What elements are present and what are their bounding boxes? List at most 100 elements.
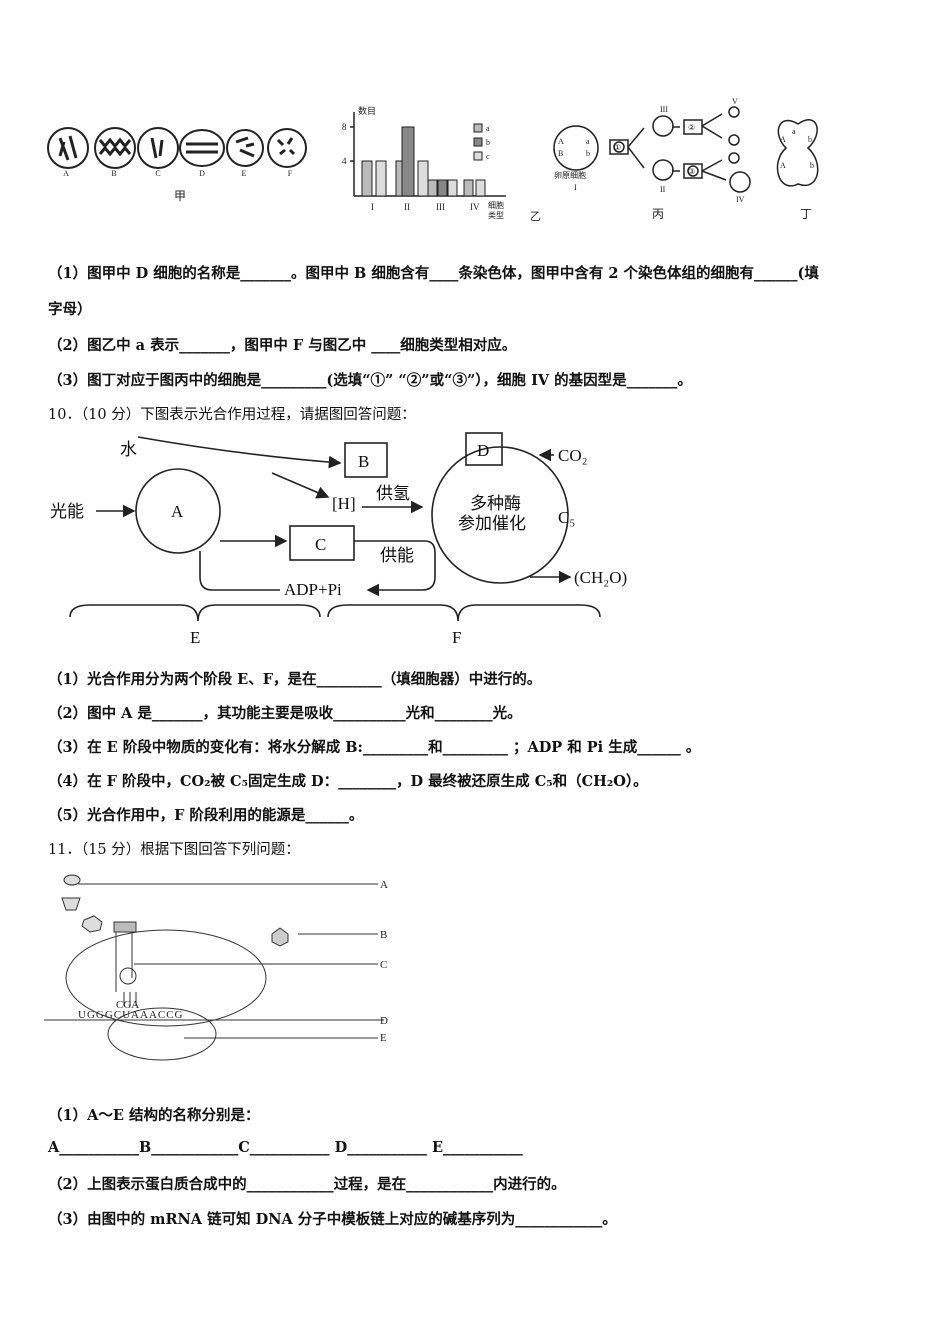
cell-letter: F — [288, 169, 293, 178]
cell-d — [179, 129, 225, 167]
q10-part5: （5）光合作用中，F 阶段利用的能源是______。 — [48, 807, 364, 824]
figure-label-ding: 丁 — [800, 207, 812, 221]
cell-a — [47, 127, 89, 169]
gene: b — [586, 149, 590, 158]
label-d: D — [477, 441, 489, 460]
label-supply-h: 供氢 — [376, 484, 410, 503]
figure-label-yi: 乙 — [530, 210, 541, 223]
y-tick: 4 — [342, 156, 347, 166]
q10-part3: （3）在 E 阶段中物质的变化有：将水分解成 B:_________和_____… — [48, 739, 701, 756]
x-tick: II — [404, 202, 410, 212]
label-b: B — [380, 929, 387, 941]
roman-label: V — [732, 98, 738, 106]
q10-heading: 10．（10 分）下图表示光合作用过程，请据图回答问题： — [48, 407, 416, 423]
mrna-sequence: UGGGCUAAACCG — [78, 1009, 184, 1021]
svg-text:A: A — [780, 135, 786, 144]
label-supply-energy: 供能 — [380, 546, 414, 565]
cycle-circle — [431, 446, 569, 584]
circle-a — [135, 468, 221, 554]
label-a: A — [380, 879, 388, 891]
legend-swatch — [473, 123, 483, 133]
label-ch2o: (CH₂O) — [574, 568, 627, 587]
label-h: [H] — [332, 494, 356, 513]
svg-text:a: a — [792, 127, 796, 136]
legend-label: c — [486, 152, 490, 161]
x-tick: III — [436, 202, 445, 212]
x-axis-label: 细胞 — [488, 200, 504, 210]
legend-swatch — [473, 137, 483, 147]
q9-part2: （2）图乙中 a 表示_______，图甲中 F 与图乙中 ____细胞类型相对… — [48, 337, 517, 354]
q10-part2: （2）图中 A 是_______，其功能主要是吸收__________光和___… — [48, 705, 522, 722]
q11-heading: 11．（15 分）根据下图回答下列问题： — [48, 842, 300, 858]
label-e: E — [190, 628, 200, 647]
label-a: A — [171, 502, 184, 521]
bar — [437, 179, 448, 197]
bar — [375, 160, 387, 197]
cell-c — [137, 127, 179, 169]
box-c — [289, 525, 355, 561]
legend-swatch — [473, 151, 483, 161]
cell-letter: D — [199, 169, 205, 178]
figure-label-jia: 甲 — [174, 189, 186, 203]
bar — [401, 126, 415, 197]
ribosome-small — [107, 1007, 217, 1061]
q9-part1-line2: 字母） — [48, 301, 92, 318]
q9-part1-line1: （1）图甲中 D 细胞的名称是_______。图甲中 B 细胞含有____条染色… — [48, 265, 819, 282]
label-f: F — [452, 628, 461, 647]
label-water: 水 — [120, 440, 137, 459]
figure-jia: A B C D E F 甲 — [47, 127, 307, 203]
q10-part1: （1）光合作用分为两个阶段 E、F，是在_________（填细胞器）中进行的。 — [48, 671, 542, 688]
figure-ding: A a b A b 丁 — [776, 119, 819, 221]
label-c: C — [315, 535, 326, 554]
cell-f — [267, 128, 307, 168]
legend-label: a — [486, 124, 490, 133]
bar — [427, 179, 438, 197]
roman-label: II — [660, 185, 666, 194]
y-axis-label: 数目 — [358, 105, 376, 116]
label-co2: CO₂ — [558, 446, 588, 465]
x-axis-label: 类型 — [488, 210, 504, 220]
bar — [361, 160, 373, 197]
cell-b — [94, 127, 136, 169]
box-b — [344, 442, 388, 478]
label-enzyme-1: 多种酶 — [470, 494, 521, 513]
anticodon: CGA — [116, 999, 139, 1011]
svg-text:b: b — [810, 161, 814, 170]
bar — [475, 179, 486, 197]
q11-part1-blanks: A___________B____________C___________ D_… — [48, 1139, 523, 1156]
translation-diagram: CGA UGGGCUAAACCG A B C D E — [44, 874, 388, 1061]
figure-yi-chart: 数目 8 4 a b c I II III IV 细胞 类型 乙 — [342, 105, 541, 223]
box-d — [465, 432, 503, 466]
label-d: D — [380, 1015, 388, 1027]
q11-part1: （1）A～E 结构的名称分别是： — [48, 1107, 260, 1124]
figure-bing: A B a b 卵原细胞 I II III IV V ① ② ③ 丙 — [553, 98, 751, 221]
svg-text:A: A — [780, 161, 786, 170]
circled-label: ③ — [688, 167, 695, 176]
label-light: 光能 — [50, 502, 84, 521]
label-adp: ADP+Pi — [284, 580, 342, 599]
x-tick: IV — [470, 202, 480, 212]
photosynthesis-diagram: 水 光能 A B [H] 供氢 C 供能 ADP+Pi D CO₂ 多种酶 参加… — [50, 432, 627, 647]
roman-label: IV — [736, 195, 745, 204]
cell-letter: A — [63, 169, 69, 178]
x-tick: I — [371, 202, 374, 212]
bar — [463, 179, 474, 197]
cell-caption: 卵原细胞 — [554, 170, 586, 180]
roman-label: I — [574, 183, 577, 192]
q9-part3: （3）图丁对应于图丙中的细胞是_________(选填“①” “②”或“③”），… — [48, 372, 692, 389]
y-tick: 8 — [342, 122, 347, 132]
label-c5: C₅ — [558, 508, 575, 527]
label-enzyme-2: 参加催化 — [458, 514, 526, 533]
label-b: B — [358, 452, 369, 471]
cell-letter: C — [155, 169, 160, 178]
circled-label: ② — [688, 123, 695, 132]
label-e: E — [380, 1032, 387, 1044]
q10-part4: （4）在 F 阶段中，CO₂被 C₅固定生成 D：________，D 最终被还… — [48, 773, 648, 790]
gene: A — [558, 137, 564, 146]
gene: a — [586, 137, 590, 146]
gene: B — [558, 149, 563, 158]
label-c: C — [380, 959, 387, 971]
cell-letter: B — [111, 169, 116, 178]
cell-e — [226, 129, 264, 167]
cell-letter: E — [242, 169, 247, 178]
